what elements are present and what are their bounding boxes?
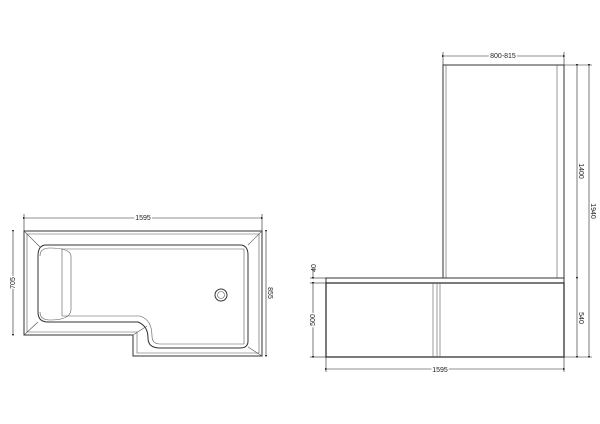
bath-height-label: 540 bbox=[577, 312, 584, 324]
screen-height-label: 1400 bbox=[577, 163, 584, 179]
plan-width-narrow-label: 705 bbox=[10, 277, 17, 289]
bath-basin bbox=[37, 244, 249, 349]
elevation-length-label: 1595 bbox=[432, 367, 448, 374]
rim-height-label: 40 bbox=[311, 264, 318, 272]
waste-outlet bbox=[214, 288, 228, 302]
total-height-label: 1940 bbox=[589, 203, 596, 219]
shower-screen bbox=[442, 64, 565, 279]
screen-width-label: 800-815 bbox=[490, 53, 516, 60]
plan-view: 1595 705 855 bbox=[9, 214, 275, 358]
elevation-view: 800-815 1400 1940 540 40 500 1595 bbox=[309, 52, 598, 376]
bath-basin-floor bbox=[61, 248, 245, 345]
headrest bbox=[39, 247, 72, 321]
bath-panel bbox=[325, 282, 565, 358]
panel-height-label: 500 bbox=[310, 314, 317, 326]
plan-width-wide-label: 855 bbox=[266, 287, 273, 299]
plan-length-label: 1595 bbox=[135, 215, 151, 222]
bath-rim bbox=[325, 277, 565, 284]
